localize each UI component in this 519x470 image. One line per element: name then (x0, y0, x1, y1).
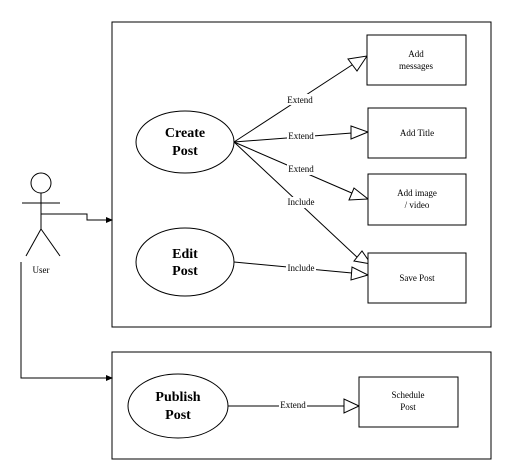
actor-to-bottom-boundary-arrowhead (106, 375, 113, 381)
use-case-create-post: Create Post (135, 110, 235, 174)
use-case-edit-post-line2: Post (172, 264, 198, 279)
box-schedule-post-line1: Schedule (392, 390, 425, 400)
system-boundary-bottom (111, 351, 492, 460)
relation-label-create-save: Include (286, 197, 316, 208)
system-boundary-top (111, 21, 492, 328)
use-case-create-post-line2: Post (172, 144, 198, 159)
arrowhead-save-post-from-create (353, 250, 373, 265)
actor-right-leg (40, 228, 61, 257)
relation-label-create-title: Extend (287, 131, 315, 142)
box-add-messages: Add messages (366, 34, 467, 86)
actor-label: User (33, 265, 50, 275)
actor-to-bottom-boundary-line (20, 262, 108, 379)
arrowhead-add-messages (347, 55, 369, 72)
box-save-post-rect (367, 252, 467, 304)
box-add-image-video: Add image / video (367, 173, 467, 226)
box-add-messages-rect (366, 34, 467, 86)
box-save-post-line1: Save Post (399, 273, 435, 283)
use-case-publish-post-line2: Post (165, 408, 191, 423)
box-add-messages-line2: messages (399, 61, 433, 71)
use-case-edit-post: Edit Post (135, 227, 235, 297)
box-add-title-line1: Add Title (400, 128, 434, 138)
relation-text-edit-save: Include (288, 263, 315, 273)
box-schedule-post-rect (358, 376, 459, 428)
actor-left-leg (25, 228, 42, 257)
actor-to-top-boundary-arrowhead (106, 217, 113, 223)
relation-label-create-messages: Extend (286, 94, 314, 105)
box-add-image-video-line2: / video (405, 200, 430, 210)
relation-label-create-image: Extend (287, 164, 315, 175)
relation-text-create-title: Extend (288, 131, 314, 141)
relation-text-create-image: Extend (288, 164, 314, 174)
arrowhead-save-post-from-edit (350, 266, 370, 281)
box-add-messages-line1: Add (408, 49, 424, 59)
use-case-publish-post-ellipse (127, 373, 229, 439)
relation-label-edit-save: Include (286, 263, 316, 274)
arrowhead-add-title (350, 125, 370, 140)
relation-text-create-messages: Extend (287, 95, 313, 105)
use-case-create-post-line1: Create (165, 126, 205, 141)
actor-user (22, 172, 61, 257)
actor-head (30, 172, 52, 194)
arrowhead-schedule-post (343, 398, 361, 414)
relation-label-publish-schedule: Extend (279, 400, 307, 411)
box-add-image-video-rect (367, 173, 467, 226)
actor-to-top-boundary-line (41, 213, 108, 221)
relation-text-create-save: Include (288, 197, 315, 207)
box-schedule-post-line2: Post (400, 402, 416, 412)
use-case-create-post-ellipse (135, 110, 235, 174)
box-save-post: Save Post (367, 252, 467, 304)
box-add-image-video-line1: Add image (397, 188, 437, 198)
box-add-title-rect (367, 107, 467, 159)
use-case-edit-post-line1: Edit (172, 247, 198, 262)
relation-text-publish-schedule: Extend (280, 400, 306, 410)
box-add-title: Add Title (367, 107, 467, 159)
box-schedule-post: Schedule Post (358, 376, 459, 428)
use-case-publish-post: Publish Post (127, 373, 229, 439)
use-case-publish-post-line1: Publish (155, 390, 200, 405)
use-case-edit-post-ellipse (135, 227, 235, 297)
arrowhead-add-image (348, 187, 370, 201)
